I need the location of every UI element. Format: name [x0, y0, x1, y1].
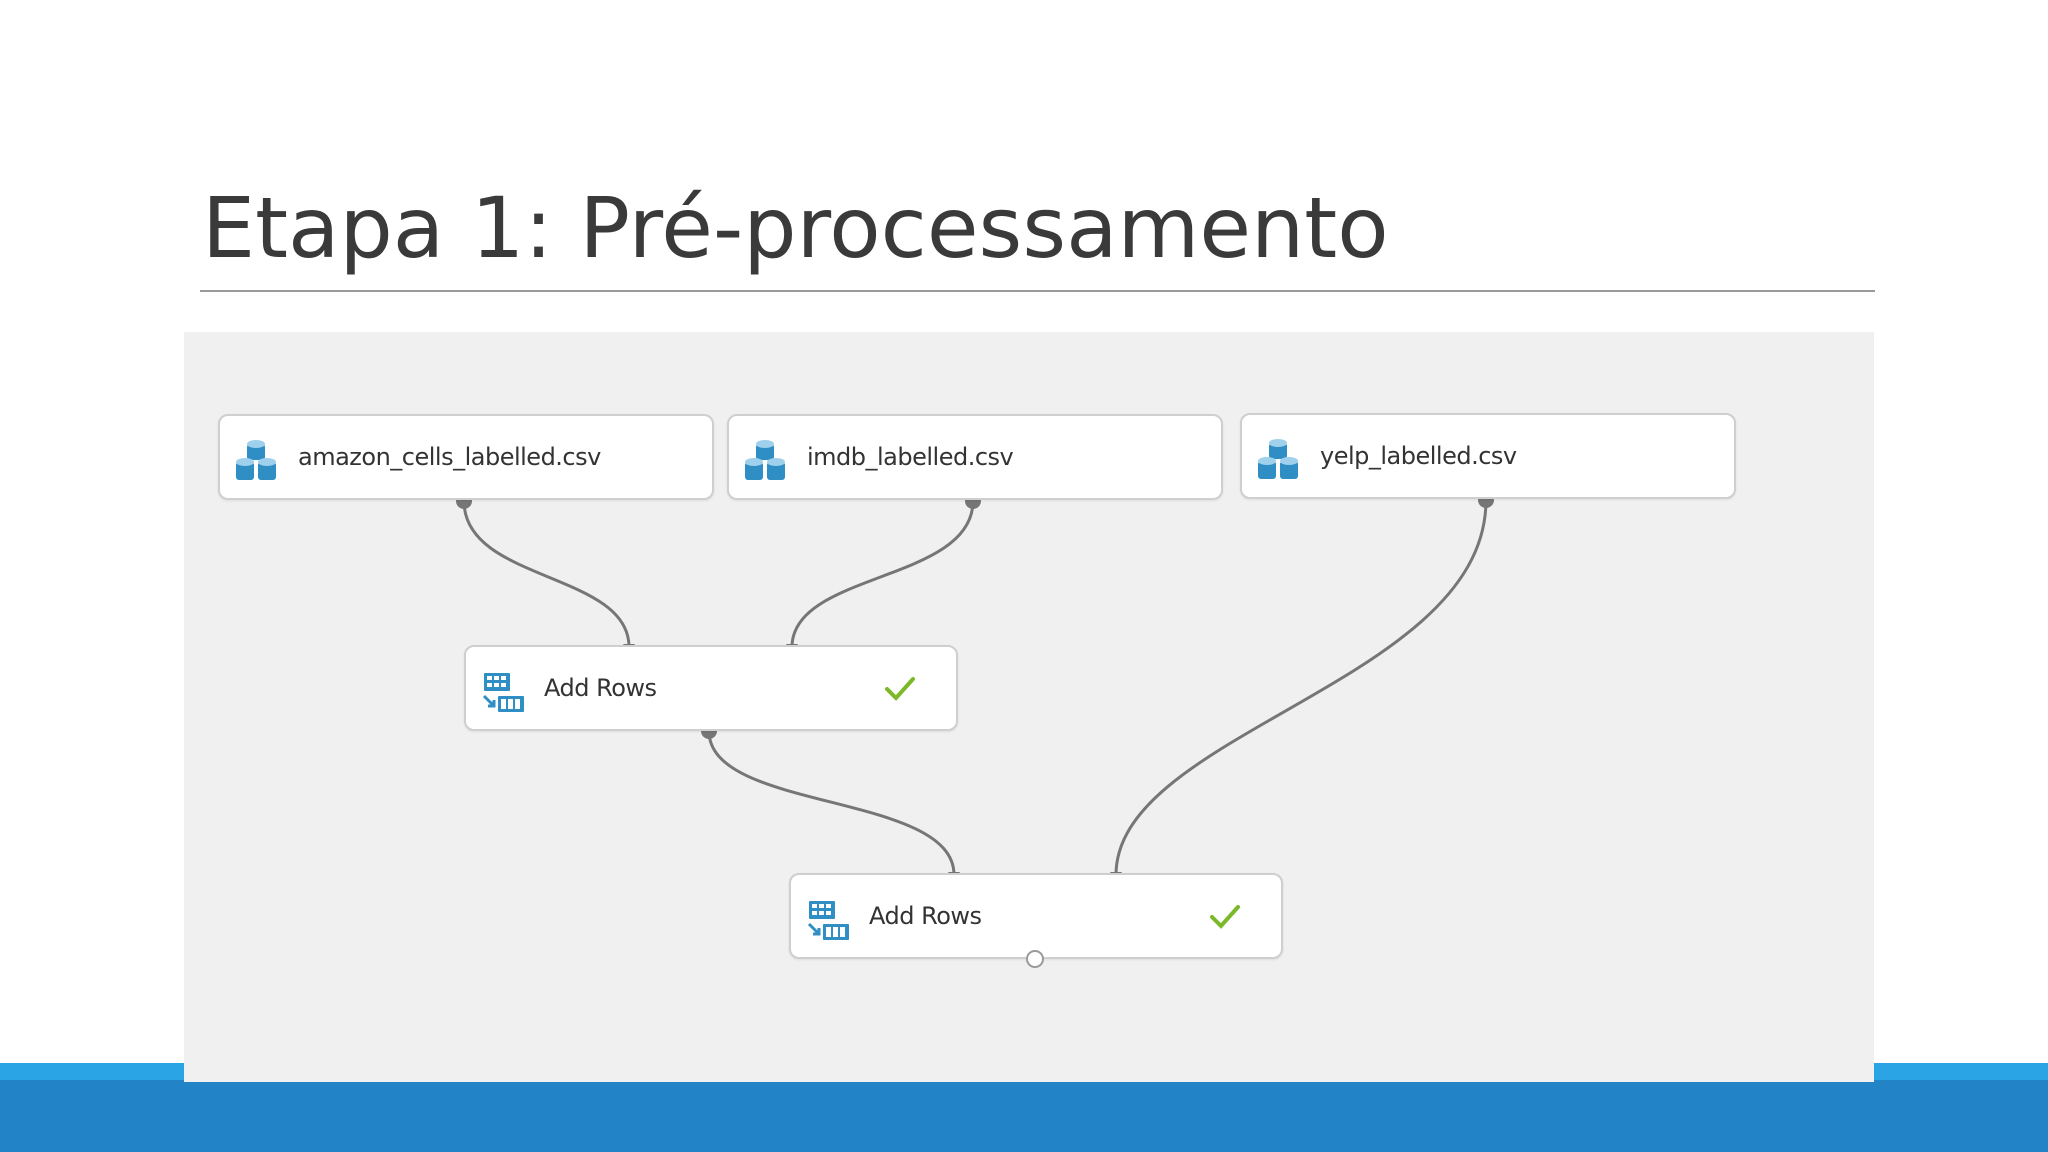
module-add-rows-1[interactable]: Add Rows: [464, 645, 958, 731]
module-yelp-dataset[interactable]: yelp_labelled.csv: [1240, 413, 1736, 499]
connection-amazon-to-add-rows-1: [462, 500, 631, 648]
output-port-add-rows-2[interactable]: [1024, 948, 1046, 970]
add-rows-icon: [807, 901, 849, 940]
module-label: amazon_cells_labelled.csv: [298, 443, 601, 471]
module-label: imdb_labelled.csv: [807, 443, 1014, 471]
dataset-icon: [236, 440, 276, 480]
module-imdb-dataset[interactable]: imdb_labelled.csv: [727, 414, 1223, 500]
module-label: Add Rows: [544, 674, 657, 702]
dataset-icon: [745, 440, 785, 480]
dataset-icon: [1258, 439, 1298, 479]
check-icon: [885, 677, 915, 701]
module-label: Add Rows: [869, 902, 982, 930]
experiment-canvas[interactable]: amazon_cells_labelled.csv imdb_labelled.…: [184, 332, 1874, 1082]
footer-band: [0, 1080, 2048, 1152]
module-amazon-dataset[interactable]: amazon_cells_labelled.csv: [218, 414, 714, 500]
module-add-rows-2[interactable]: Add Rows: [789, 873, 1283, 959]
add-rows-icon: [482, 673, 524, 712]
title-divider: [200, 290, 1875, 292]
connection-yelp-to-add-rows-2: [1114, 499, 1488, 876]
slide-title: Etapa 1: Pré-processamento: [202, 179, 1389, 277]
connection-imdb-to-add-rows-1: [790, 500, 975, 648]
connection-add-rows-1-to-add-rows-2: [707, 730, 956, 876]
check-icon: [1210, 905, 1240, 929]
module-label: yelp_labelled.csv: [1320, 442, 1517, 470]
